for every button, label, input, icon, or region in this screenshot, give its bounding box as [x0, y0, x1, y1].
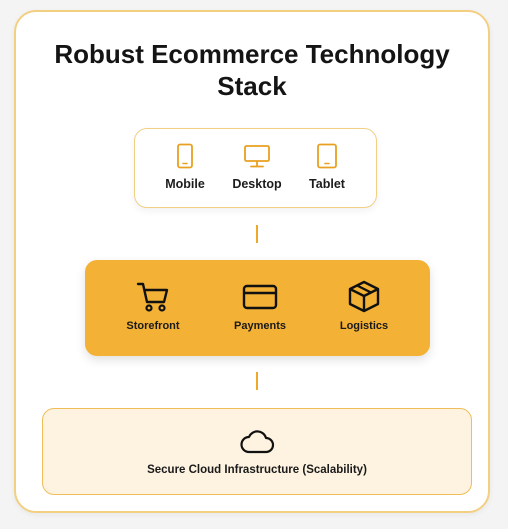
- service-logistics: Logistics: [319, 280, 409, 332]
- services-layer: Storefront Payments Logistics: [85, 260, 430, 356]
- infrastructure-label: Secure Cloud Infrastructure (Scalability…: [147, 464, 367, 476]
- credit-card-icon: [242, 284, 278, 310]
- service-payments: Payments: [215, 280, 305, 332]
- service-storefront: Storefront: [108, 280, 198, 332]
- cloud-icon: [240, 430, 275, 454]
- service-label: Storefront: [126, 320, 180, 332]
- package-icon: [348, 280, 380, 313]
- diagram-title: Robust Ecommerce Technology Stack: [54, 39, 450, 101]
- desktop-icon: [244, 145, 270, 168]
- device-mobile: Mobile: [150, 143, 220, 191]
- connector-line: [256, 225, 258, 243]
- diagram-card: Robust Ecommerce Technology Stack Mobile…: [14, 10, 490, 513]
- device-tablet: Tablet: [292, 143, 362, 191]
- tablet-icon: [317, 143, 337, 169]
- connector-line: [256, 372, 258, 390]
- mobile-icon: [177, 143, 193, 169]
- device-label: Mobile: [165, 177, 205, 191]
- device-label: Tablet: [309, 177, 345, 191]
- service-label: Logistics: [339, 320, 389, 332]
- shopping-cart-icon: [136, 282, 169, 312]
- device-label: Desktop: [232, 177, 282, 191]
- devices-layer: Mobile Desktop Tablet: [134, 128, 377, 208]
- infrastructure-layer: Secure Cloud Infrastructure (Scalability…: [42, 408, 472, 495]
- device-desktop: Desktop: [222, 143, 292, 191]
- service-label: Payments: [234, 320, 286, 332]
